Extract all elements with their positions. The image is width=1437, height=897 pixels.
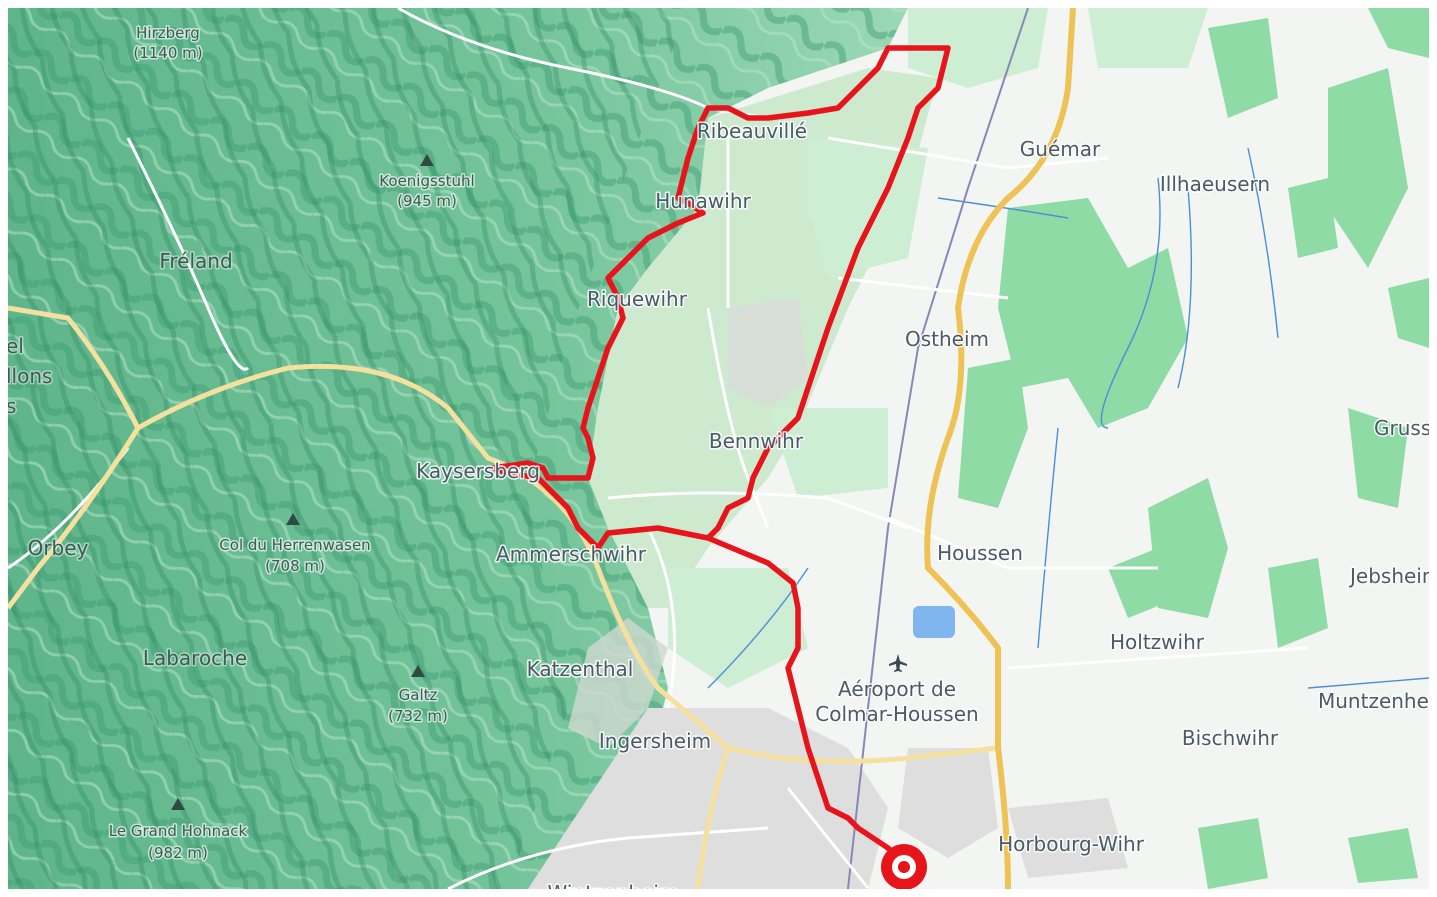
label-hirzberg: Hirzberg [136,24,200,42]
label-guemar: Guémar [1020,137,1101,161]
peak-icon-galtz [411,665,425,677]
label-hunawihr: Hunawihr [655,189,751,213]
peak-icon-koenigsstuhl [420,154,434,166]
label-bischwihr: Bischwihr [1182,726,1279,750]
map-canvas[interactable]: Hirzberg (1140 m) Koenigsstuhl (945 m) F… [8,8,1429,889]
label-jebsheim: Jebsheim [1348,564,1429,588]
label-ingersheim: Ingersheim [599,729,711,753]
label-ribeauville: Ribeauvillé [697,119,807,143]
route-end-target-icon[interactable] [881,844,927,889]
forest-patches [958,8,1429,889]
map-viewport[interactable]: Hirzberg (1140 m) Koenigsstuhl (945 m) F… [8,8,1429,889]
label-katzenthal: Katzenthal [527,657,634,681]
peak-icon-col-herrenwasen [286,513,300,525]
label-riquewihr: Riquewihr [587,287,688,311]
rivers [707,147,1429,689]
label-col-herrenwasen-elevation: (708 m) [265,557,325,575]
route-track [490,45,951,866]
label-airport-line1: Aéroport de [838,677,956,701]
airplane-icon [889,654,907,672]
label-grand-hohnack-elevation: (982 m) [148,844,208,862]
label-labaroche: Labaroche [143,646,247,670]
label-freland: Fréland [159,249,232,273]
vineyard-relief [568,618,668,748]
label-illhaeusern: Illhaeusern [1160,172,1270,196]
label-kaysersberg: Kaysersberg [416,459,540,483]
lake [913,606,955,638]
label-galtz: Galtz [399,686,438,704]
label-bennwihr: Bennwihr [709,429,804,453]
label-koenigsstuhl-elevation: (945 m) [397,192,457,210]
cropland-patches [668,8,1208,688]
label-houssen: Houssen [937,541,1023,565]
label-galtz-elevation: (732 m) [388,707,448,725]
label-edge-s: s [8,394,16,418]
label-grand-hohnack: Le Grand Hohnack [109,822,248,840]
railway [847,8,1029,889]
label-ammerschwihr: Ammerschwihr [496,542,647,566]
label-edge-llons: llons [8,364,52,388]
label-orbey: Orbey [28,536,89,560]
peak-icon-grand-hohnack [171,798,185,810]
label-edge-el: el [8,334,24,358]
urban-areas [528,708,1128,889]
label-muntzenheim: Muntzenhei [1318,689,1429,713]
label-ostheim: Ostheim [905,327,989,351]
major-roads [8,305,999,889]
highway [924,8,1076,889]
label-holtzwihr: Holtzwihr [1110,630,1205,654]
vineyard-relief [728,298,808,408]
label-koenigsstuhl: Koenigsstuhl [379,172,474,190]
label-wintzenheim: Wintzenheim [548,881,679,889]
mountain-ridges-secondary [8,8,688,889]
label-grussenheim: Grusse [1374,416,1429,440]
minor-roads [8,8,1309,889]
label-hirzberg-elevation: (1140 m) [133,44,202,62]
label-col-herrenwasen: Col du Herrenwasen [219,536,370,554]
label-horbourg-wihr: Horbourg-Wihr [998,832,1145,856]
label-airport-line2: Colmar-Houssen [815,702,978,726]
